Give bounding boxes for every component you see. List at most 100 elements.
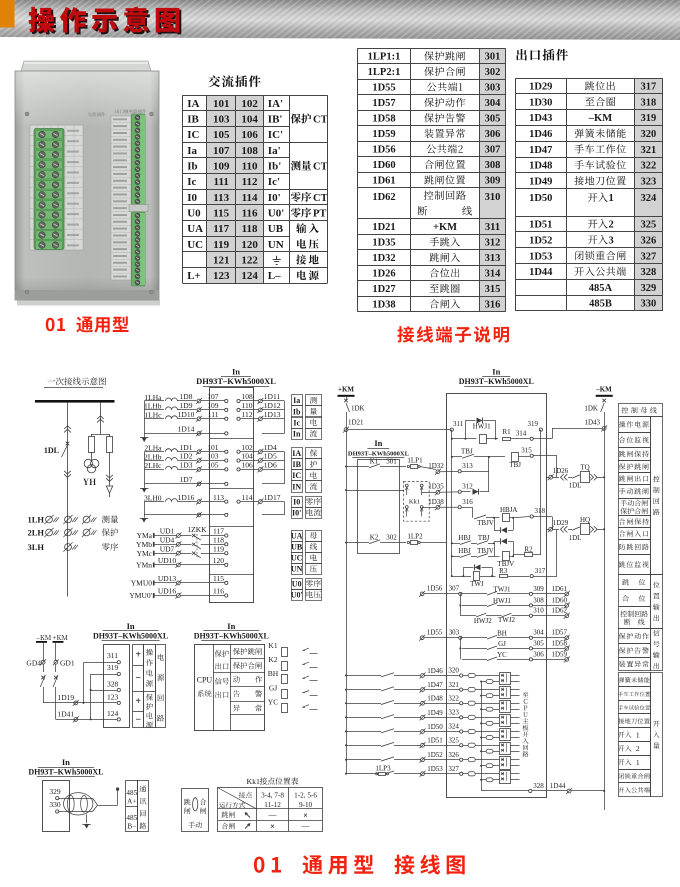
svg-text:2: 2 <box>636 744 640 753</box>
svg-text:315: 315 <box>485 284 501 295</box>
svg-text:1D13: 1D13 <box>264 410 281 419</box>
svg-text:TWJ: TWJ <box>470 580 484 588</box>
svg-text:IC': IC' <box>268 129 283 141</box>
svg-text:1-2, 5-6: 1-2, 5-6 <box>294 792 317 800</box>
svg-text:311: 311 <box>107 651 118 660</box>
svg-text:1D49: 1D49 <box>427 709 443 717</box>
svg-text:YMn: YMn <box>136 561 152 570</box>
svg-text:UC: UC <box>187 239 203 251</box>
svg-text:IA: IA <box>187 98 199 110</box>
svg-text:GJ: GJ <box>498 640 506 648</box>
svg-text:313: 313 <box>462 462 473 470</box>
svg-text:1D3: 1D3 <box>180 461 193 470</box>
svg-text:318: 318 <box>640 97 656 108</box>
svg-text:CT: CT <box>313 193 328 204</box>
svg-text:101: 101 <box>213 98 230 110</box>
svg-text:1D47: 1D47 <box>427 681 443 689</box>
svg-text:U0': U0' <box>268 208 285 220</box>
svg-text:116: 116 <box>242 208 258 220</box>
svg-text:GJ: GJ <box>269 684 277 693</box>
svg-text:1D61: 1D61 <box>372 176 395 187</box>
svg-text:I0: I0 <box>293 497 300 506</box>
svg-text:103: 103 <box>213 114 230 126</box>
svg-text:1D30: 1D30 <box>529 97 552 108</box>
svg-text:In: In <box>127 621 135 631</box>
svg-text:101: 101 <box>207 443 219 452</box>
svg-text:327: 327 <box>640 251 656 262</box>
svg-text:1: 1 <box>636 730 640 739</box>
svg-text:K1: K1 <box>370 458 379 466</box>
svg-text:326: 326 <box>640 235 656 246</box>
svg-text:1LHa: 1LHa <box>144 393 162 402</box>
svg-text:1D55: 1D55 <box>372 83 395 94</box>
svg-text:1D62: 1D62 <box>552 607 568 615</box>
svg-text:2LH: 2LH <box>27 528 44 538</box>
svg-text:K2: K2 <box>370 534 379 542</box>
svg-text:A+: A+ <box>127 798 136 806</box>
svg-text:L–: L– <box>268 270 281 282</box>
svg-text:1D58: 1D58 <box>552 639 568 647</box>
svg-text:L+: L+ <box>187 270 201 282</box>
svg-text:1D58: 1D58 <box>372 114 395 125</box>
svg-text:YMU0': YMU0' <box>129 591 152 600</box>
svg-text:114: 114 <box>242 192 258 204</box>
svg-text:DH93T–KWh5000XL: DH93T–KWh5000XL <box>93 631 168 640</box>
svg-text:319: 319 <box>640 113 656 124</box>
svg-text:1: 1 <box>608 193 613 204</box>
svg-text:B−: B− <box>127 823 136 831</box>
svg-text:1D35: 1D35 <box>428 483 444 491</box>
svg-text:330: 330 <box>640 299 656 310</box>
svg-text:301: 301 <box>386 458 397 466</box>
svg-text:1LP1:1: 1LP1:1 <box>368 52 401 63</box>
svg-text:1ZKK: 1ZKK <box>187 525 207 534</box>
svg-text:TBJ: TBJ <box>461 448 473 456</box>
svg-text:109: 109 <box>213 161 230 173</box>
svg-text:1LH: 1LH <box>27 515 44 525</box>
svg-text:305: 305 <box>533 639 544 647</box>
svg-text:312: 312 <box>485 238 501 249</box>
svg-text:106: 106 <box>241 129 258 141</box>
svg-text:1LP2: 1LP2 <box>407 533 423 541</box>
svg-text:317: 317 <box>640 82 656 93</box>
svg-text:313: 313 <box>485 253 501 264</box>
svg-text:107: 107 <box>207 392 219 401</box>
svg-text:328: 328 <box>533 782 544 790</box>
svg-text:1D59: 1D59 <box>552 650 568 658</box>
svg-text:110: 110 <box>242 161 258 173</box>
svg-text:316: 316 <box>485 300 501 311</box>
svg-text:1D61: 1D61 <box>552 585 568 593</box>
svg-text:124: 124 <box>107 709 119 718</box>
svg-text:108: 108 <box>242 392 254 401</box>
svg-text:1D51: 1D51 <box>427 737 443 745</box>
svg-text:309: 309 <box>485 176 501 187</box>
svg-text:1D8: 1D8 <box>180 392 193 401</box>
svg-text:324: 324 <box>448 723 459 731</box>
svg-text:113: 113 <box>213 493 224 502</box>
svg-text:322: 322 <box>640 161 656 172</box>
svg-text:TWJ1: TWJ1 <box>493 586 511 594</box>
svg-text:In: In <box>227 621 235 631</box>
svg-text:1D27: 1D27 <box>372 284 395 295</box>
svg-text:124: 124 <box>241 270 258 282</box>
svg-text:311: 311 <box>453 420 464 428</box>
svg-text:2LHb: 2LHb <box>144 452 162 461</box>
svg-text:TWJ2: TWJ2 <box>498 616 516 624</box>
svg-text:—: — <box>301 822 311 831</box>
svg-text:1D5: 1D5 <box>264 452 277 461</box>
svg-text:UA: UA <box>187 223 203 235</box>
svg-text:308: 308 <box>533 596 544 604</box>
svg-text:UD4: UD4 <box>160 536 175 545</box>
svg-text:485: 485 <box>126 789 137 797</box>
svg-text:1D53: 1D53 <box>529 251 552 262</box>
svg-text:–KM: –KM <box>595 386 612 394</box>
svg-text:1D47: 1D47 <box>529 145 552 156</box>
svg-text:117: 117 <box>213 223 229 235</box>
svg-text:1D21: 1D21 <box>348 419 364 427</box>
svg-text:DH93T–KWh5000XL: DH93T–KWh5000XL <box>194 631 269 640</box>
svg-text:104: 104 <box>242 452 254 461</box>
svg-text:485A: 485A <box>589 283 613 294</box>
svg-text:318: 318 <box>535 507 546 515</box>
svg-text:302: 302 <box>386 534 397 542</box>
svg-text:1D49: 1D49 <box>529 176 552 187</box>
svg-text:HBJA: HBJA <box>500 506 518 514</box>
